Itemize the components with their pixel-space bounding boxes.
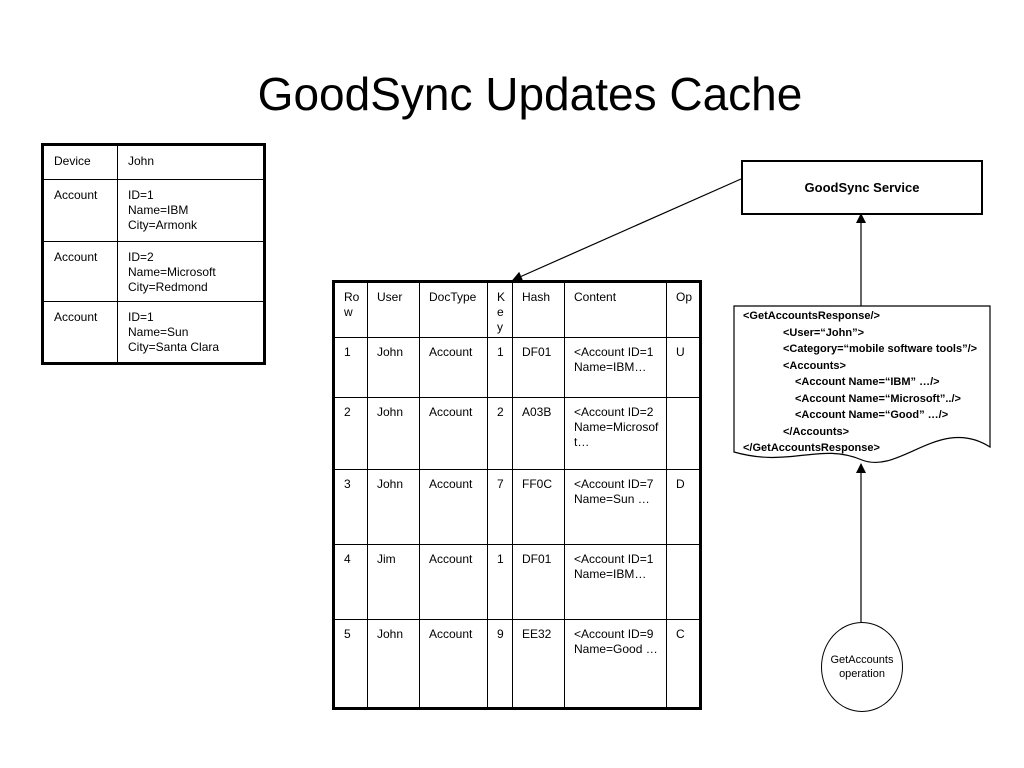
table-cell: U — [666, 337, 701, 398]
table-cell: John — [367, 397, 420, 470]
document-outline — [733, 305, 991, 463]
arrow-service-to-cache — [512, 178, 742, 281]
table-cell: 4 — [333, 544, 368, 620]
table-header-row: Row User DocType Key Hash Content Op — [333, 281, 701, 338]
table-cell: C — [666, 619, 701, 709]
table-row: Account ID=2 Name=Microsoft City=Redmond — [42, 241, 265, 302]
xml-line: <Account Name=“Microsoft”../> — [795, 392, 961, 405]
table-cell: 3 — [333, 469, 368, 545]
xml-line: <Category=“mobile software tools”/> — [783, 343, 978, 355]
table-cell: Account — [42, 179, 118, 242]
column-header-hash: Hash — [512, 281, 565, 338]
table-cell: ID=1 Name=Sun City=Santa Clara — [117, 301, 265, 364]
table-cell: <Account ID=7 Name=Sun … — [564, 469, 667, 545]
table-cell: FF0C — [512, 469, 565, 545]
column-header-doctype: DocType — [419, 281, 488, 338]
table-row: Account ID=1 Name=Sun City=Santa Clara — [42, 301, 265, 364]
column-header-content: Content — [564, 281, 667, 338]
getaccounts-operation-node: GetAccounts operation — [821, 622, 903, 712]
table-cell — [666, 397, 701, 470]
xml-line: <Accounts> — [783, 359, 846, 372]
table-cell: <Account ID=1 Name=IBM… — [564, 544, 667, 620]
table-row: 3 John Account 7 FF0C <Account ID=7 Name… — [333, 469, 701, 545]
table-cell: <Account ID=9 Name=Good … — [564, 619, 667, 709]
column-header-op: Op — [666, 281, 701, 338]
table-cell: ID=1 Name=IBM City=Armonk — [117, 179, 265, 242]
table-cell: 9 — [487, 619, 513, 709]
operation-label: GetAccounts operation — [830, 654, 894, 680]
table-row: 1 John Account 1 DF01 <Account ID=1 Name… — [333, 337, 701, 398]
xml-line: </GetAccountsResponse> — [743, 442, 880, 454]
table-cell: John — [367, 469, 420, 545]
table-cell: <Account ID=1 Name=IBM… — [564, 337, 667, 398]
response-document-text: <GetAccountsResponse/> <User=“John”> <Ca… — [743, 308, 988, 457]
xml-line: <User=“John”> — [783, 326, 865, 339]
xml-line: <GetAccountsResponse/> — [743, 310, 880, 322]
table-row: 5 John Account 9 EE32 <Account ID=9 Name… — [333, 619, 701, 709]
xml-line: <Account Name=“IBM” …/> — [795, 376, 940, 388]
table-cell: Account — [419, 337, 488, 398]
table-cell: Account — [419, 397, 488, 470]
xml-line: <Account Name=“Good” …/> — [795, 409, 949, 421]
table-cell: 1 — [487, 337, 513, 398]
table-cell: DF01 — [512, 544, 565, 620]
table-cell — [666, 544, 701, 620]
table-cell: ID=2 Name=Microsoft City=Redmond — [117, 241, 265, 302]
table-row: 4 Jim Account 1 DF01 <Account ID=1 Name=… — [333, 544, 701, 620]
slide-title: GoodSync Updates Cache — [257, 68, 803, 120]
table-cell: EE32 — [512, 619, 565, 709]
table-cell: 1 — [333, 337, 368, 398]
table-row: Account ID=1 Name=IBM City=Armonk — [42, 179, 265, 242]
table-cell: <Account ID=2 Name=Microsoft… — [564, 397, 667, 470]
table-row: 2 John Account 2 A03B <Account ID=2 Name… — [333, 397, 701, 470]
table-cell: John — [367, 619, 420, 709]
service-label: GoodSync Service — [804, 180, 920, 195]
cache-table: Row User DocType Key Hash Content Op 1 J… — [332, 280, 702, 710]
table-cell: Account — [419, 619, 488, 709]
device-accounts-table: Device John Account ID=1 Name=IBM City=A… — [41, 143, 266, 365]
table-cell: Account — [419, 544, 488, 620]
xml-line: </Accounts> — [783, 425, 850, 438]
column-header-row: Row — [333, 281, 368, 338]
